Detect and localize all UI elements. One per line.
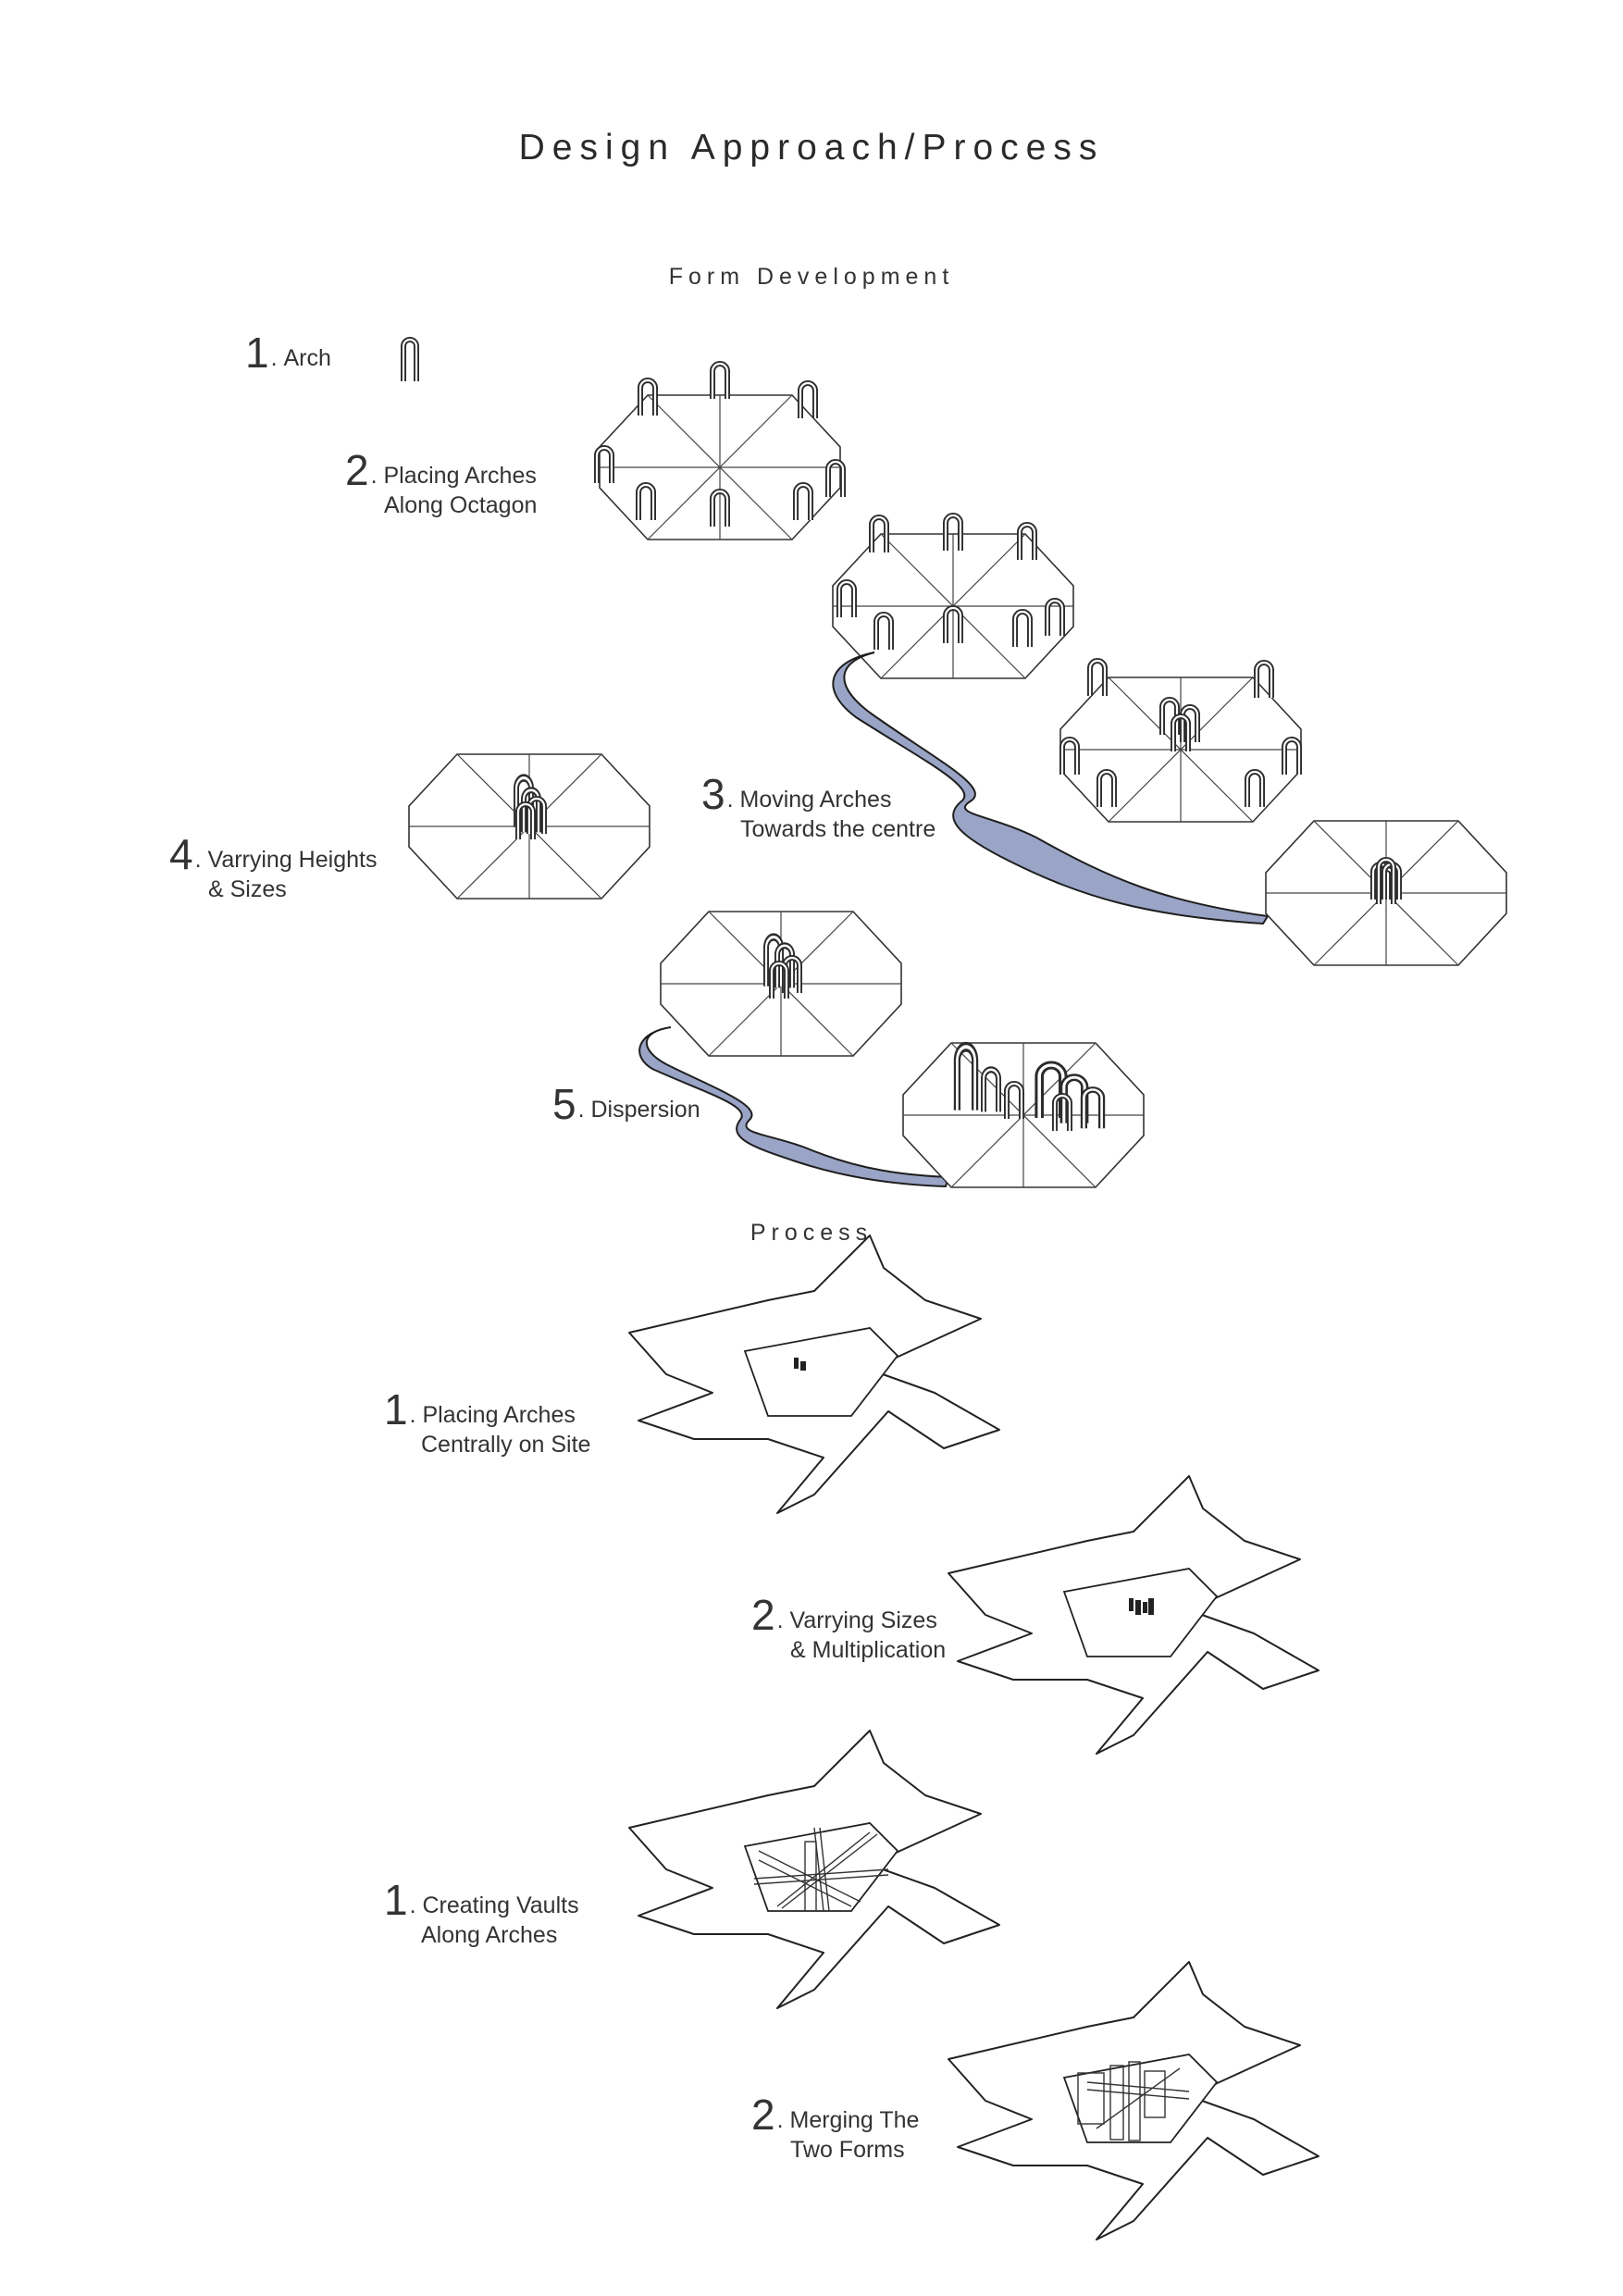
form-step-4-number: 4 [169,830,193,878]
site-plan-placing-arches [628,1235,1000,1514]
form-step-5-text: Dispersion [590,1097,700,1123]
process-step-1b-line1: Creating Vaults [422,1893,579,1918]
flow-ribbon-2 [638,1026,950,1188]
octagon-dispersion [902,1043,1145,1188]
process-step-1b-number: 1 [384,1876,408,1924]
form-step-4-label: 4. Varrying Heights & Sizes [169,830,378,902]
form-step-3-line1: Moving Arches [739,787,892,813]
process-step-1a-number: 1 [384,1385,408,1433]
form-step-2-line2: Along Octagon [384,492,538,518]
octagon-arches-diagram-1 [597,364,843,540]
section-heading-process: Process [750,1220,873,1246]
process-step-2a-number: 2 [751,1591,775,1639]
octagon-clustered-arches [1265,820,1507,966]
process-step-placing-arches-label: 1. Placing Arches Centrally on Site [384,1385,591,1458]
form-step-4-line1: Varrying Heights [207,847,378,873]
form-step-5-label: 5. Dispersion [552,1080,700,1128]
site-plan-merging-forms [948,1961,1319,2240]
process-step-varying-sizes-label: 2. Varrying Sizes & Multiplication [751,1591,947,1663]
form-step-3-line2: Towards the centre [740,816,936,842]
process-step-2a-line1: Varrying Sizes [789,1607,937,1633]
process-step-2b-line2: Two Forms [790,2137,905,2163]
form-step-2-line1: Placing Arches [383,463,537,489]
process-step-2a-line2: & Multiplication [790,1637,947,1663]
site-plan-creating-vaults [628,1730,1000,2009]
site-plan-varying-sizes [948,1475,1319,1755]
form-step-2-label: 2. Placing Arches Along Octagon [345,446,538,518]
process-step-1b-line2: Along Arches [421,1922,558,1948]
flow-ribbon-1 [832,652,1270,925]
process-step-2b-line1: Merging The [789,2107,920,2133]
process-step-creating-vaults-label: 1. Creating Vaults Along Arches [384,1876,579,1948]
form-step-3-label: 3. Moving Arches Towards the centre [701,770,936,842]
octagon-arches-diagram-3 [1060,661,1301,823]
form-step-4-line2: & Sizes [208,876,287,902]
form-step-2-number: 2 [345,446,369,494]
octagon-varying-sizes [660,911,902,1057]
form-step-1-number: 1 [245,329,269,377]
process-step-1a-line2: Centrally on Site [421,1432,591,1458]
form-step-1-text: Arch [283,345,331,371]
form-step-5-number: 5 [552,1080,576,1128]
process-step-1a-line1: Placing Arches [422,1402,576,1428]
page-title: Design Approach/Process [518,128,1105,168]
section-heading-form-development: Form Development [668,264,955,290]
single-arch-icon [401,337,419,381]
octagon-varying-heights [408,753,650,900]
form-step-3-number: 3 [701,770,725,818]
process-step-2b-number: 2 [751,2091,775,2139]
process-step-merging-forms-label: 2. Merging The Two Forms [751,2091,920,2163]
form-step-1-label: 1. Arch [245,329,331,377]
